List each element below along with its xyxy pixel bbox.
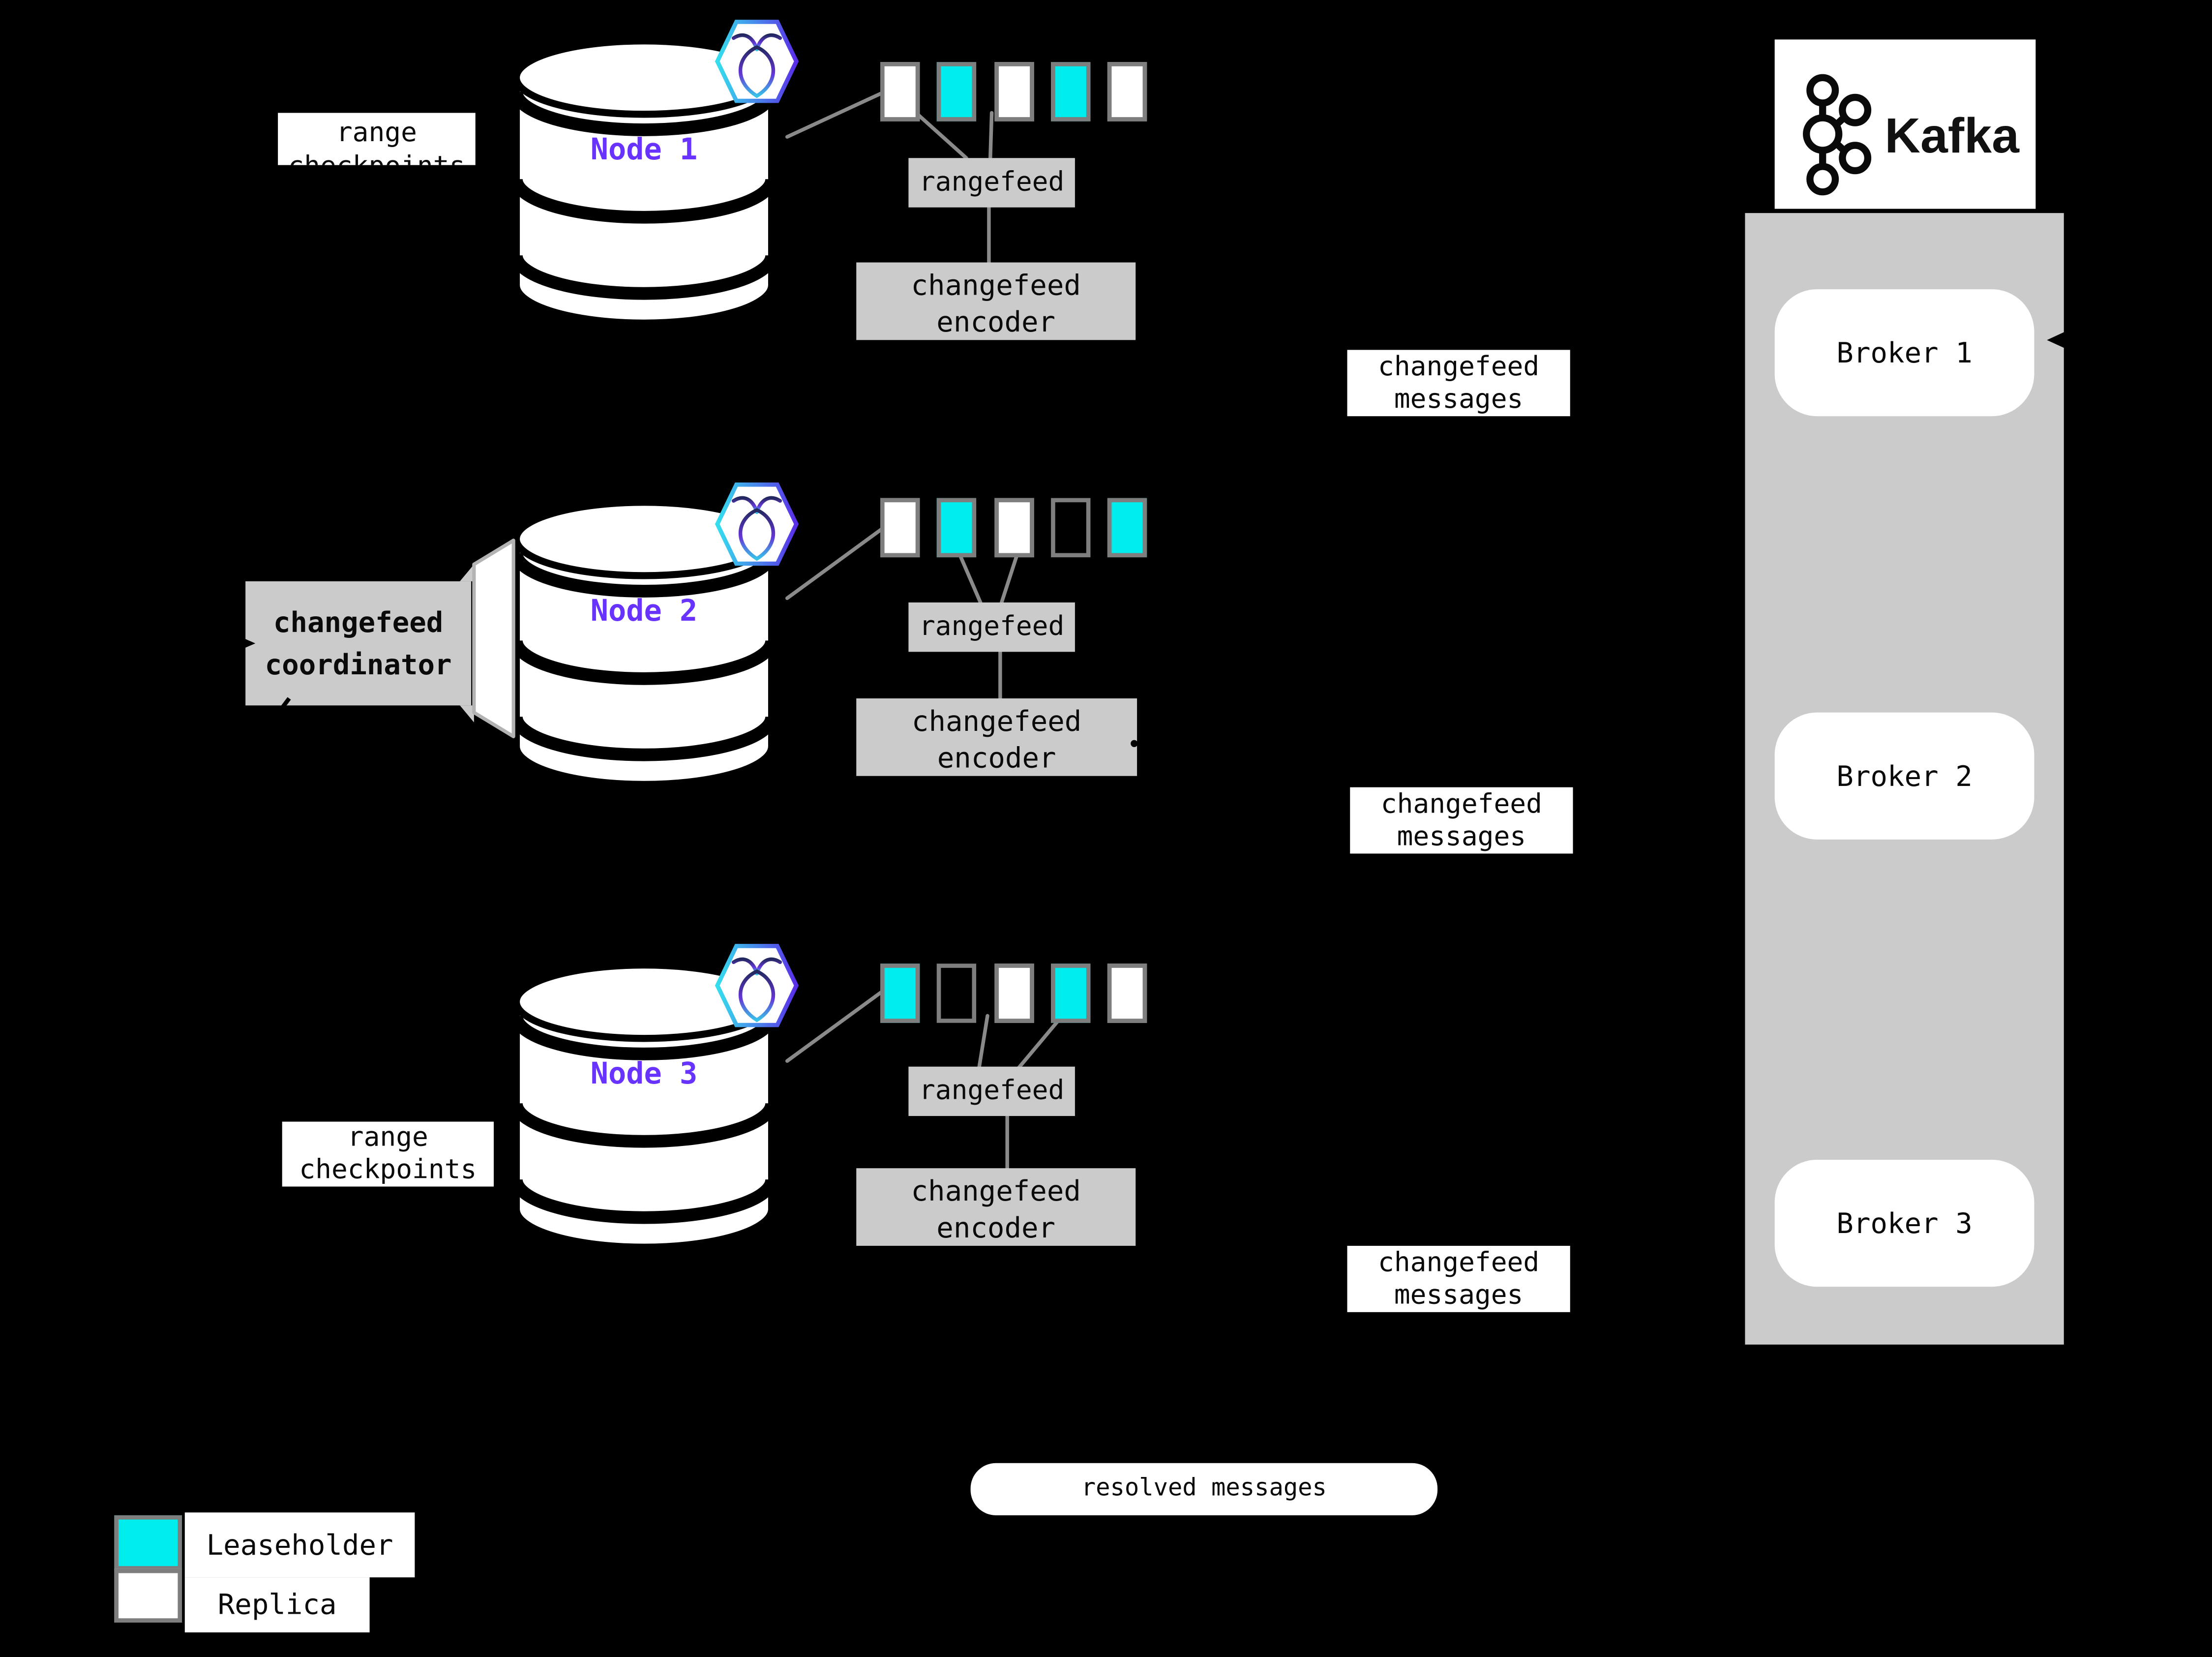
legend-leaseholder-label: Leaseholder: [184, 1512, 415, 1578]
node-3-range-squares: [880, 964, 1147, 1023]
node-2-changefeed-encoder-box: changefeed encoder: [856, 698, 1137, 776]
node-3-label: Node 3: [590, 1056, 698, 1091]
node-2-label: Node 2: [590, 594, 698, 628]
replica-range-square: [994, 62, 1034, 121]
leaseholder-range-square: [1107, 498, 1147, 558]
empty-range-square: [1050, 498, 1091, 558]
broker-3: Broker 3: [1774, 1159, 2034, 1287]
node-3-changefeed-messages-label: changefeed messages: [1347, 1245, 1570, 1312]
legend-replica-label: Replica: [184, 1577, 370, 1632]
replica-range-square: [1107, 62, 1147, 121]
replica-range-square: [1107, 964, 1147, 1023]
coordinator-flag-wedge-top: [460, 564, 474, 581]
leaseholder-range-square: [1050, 62, 1091, 121]
coordinator-flag-wedge-bottom: [460, 705, 474, 723]
node-3-rangefeed-box: rangefeed: [908, 1066, 1075, 1116]
replica-range-square: [994, 498, 1034, 558]
leaseholder-range-square: [880, 964, 920, 1023]
resolved-messages-label: resolved messages: [970, 1463, 1438, 1515]
node-2-range-squares: [880, 498, 1147, 558]
node-2-changefeed-messages-label: changefeed messages: [1350, 787, 1573, 854]
node-3-changefeed-encoder-box: changefeed encoder: [856, 1168, 1136, 1246]
node-1-label: Node 1: [590, 132, 698, 167]
broker-1: Broker 1: [1774, 289, 2034, 417]
replica-range-square: [994, 964, 1034, 1023]
range-checkpoints-label-bottom: range checkpoints: [282, 1121, 494, 1187]
leaseholder-range-square: [1050, 964, 1091, 1023]
node-1-changefeed-messages-label: changefeed messages: [1347, 350, 1570, 417]
node-2-rangefeed-box: rangefeed: [908, 602, 1075, 652]
cockroachdb-icon: [715, 480, 799, 569]
node-3-cylinder: [509, 960, 778, 1252]
replica-range-square: [880, 62, 920, 121]
replica-range-square: [880, 498, 920, 558]
empty-range-square: [937, 964, 977, 1023]
coordinator-flag-panel: [472, 539, 515, 738]
node-1-range-squares: [880, 62, 1147, 121]
kafka-title: Kafka: [1884, 108, 2019, 164]
node-2-cylinder: [509, 497, 778, 789]
node-1-cylinder: [509, 35, 778, 328]
kafka-logo-box: Kafka: [1774, 39, 2036, 209]
changefeed-coordinator-box: changefeed coordinator: [245, 581, 472, 706]
legend-replica-swatch: [114, 1568, 182, 1623]
leaseholder-range-square: [937, 62, 977, 121]
cockroachdb-icon: [715, 17, 799, 106]
leaseholder-range-square: [937, 498, 977, 558]
kafka-icon: [1797, 57, 1874, 196]
cockroachdb-icon: [715, 941, 799, 1030]
node-1-rangefeed-box: rangefeed: [908, 158, 1075, 208]
kafka-brokers-panel: Broker 1 Broker 2 Broker 3: [1745, 213, 2064, 1345]
range-checkpoints-label-top: range checkpoints: [278, 113, 476, 165]
node-1-changefeed-encoder-box: changefeed encoder: [856, 262, 1136, 340]
broker-2: Broker 2: [1774, 712, 2034, 840]
legend-leaseholder-swatch: [114, 1515, 182, 1570]
